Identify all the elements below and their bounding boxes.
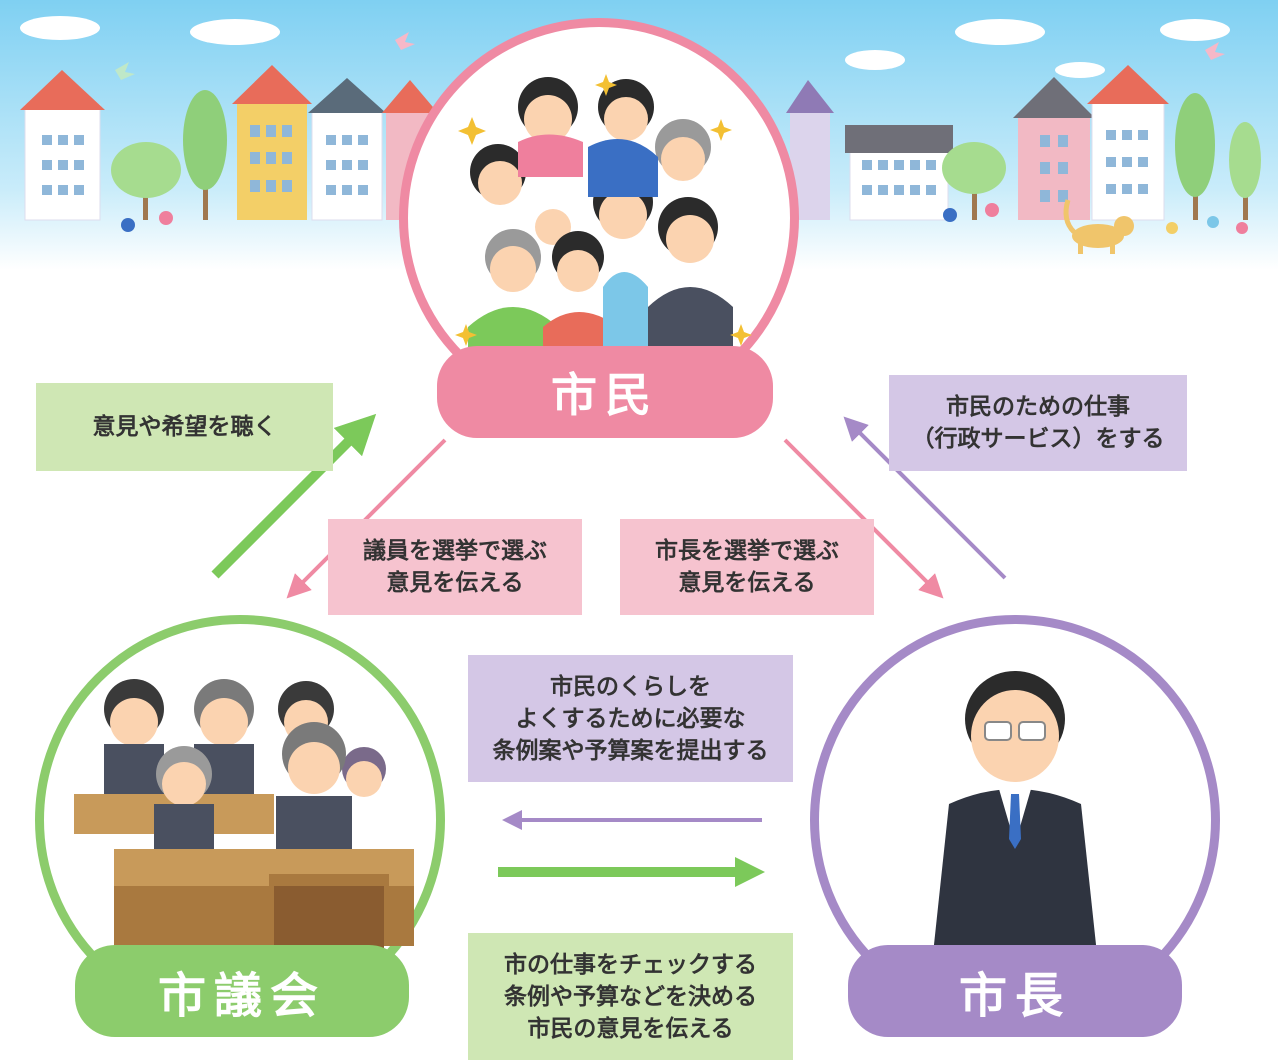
service-label-line-1: 市民のための仕事 (946, 394, 1130, 420)
citizens-node-label: 市民 (437, 346, 773, 438)
submit-label-line-2: よくするために必要な (515, 705, 746, 732)
elect-council-label-box: 議員を選挙で選ぶ 意見を伝える (328, 519, 582, 615)
council-node-label: 市議会 (75, 945, 409, 1037)
cheering-crowd-illustration (455, 74, 752, 357)
listen-label-box: 意見や希望を聴く (36, 383, 333, 471)
arrow-council-to-citizens (211, 413, 377, 579)
arrow-mayor-to-citizens (843, 416, 1007, 580)
check-label-line-3: 市民の意見を伝える (527, 1015, 734, 1042)
arrow-citizens-to-mayor (783, 438, 944, 599)
mayor-node-label: 市長 (848, 945, 1182, 1037)
submit-bills-label-box: 市民のくらしを よくするために必要な 条例案や予算案を提出する (468, 655, 793, 782)
listen-label: 意見や希望を聴く (92, 414, 277, 440)
elect-mayor-label-line-1: 市長を選挙で選ぶ (655, 538, 839, 564)
elect-mayor-label-box: 市長を選挙で選ぶ 意見を伝える (620, 519, 874, 615)
arrow-citizens-to-council (286, 438, 447, 599)
check-label-line-1: 市の仕事をチェックする (504, 951, 757, 978)
elect-council-label-line-1: 議員を選挙で選ぶ (363, 538, 547, 564)
elect-council-label-line-2: 意見を伝える (386, 570, 524, 596)
submit-label-line-3: 条例案や予算案を提出する (492, 737, 769, 764)
elect-mayor-label-line-2: 意見を伝える (678, 570, 816, 596)
check-work-label-box: 市の仕事をチェックする 条例や予算などを決める 市民の意見を伝える (468, 933, 793, 1060)
service-label-line-2: （行政サービス）をする (911, 426, 1165, 452)
service-label-box: 市民のための仕事 （行政サービス）をする (889, 375, 1187, 471)
check-label-line-2: 条例や予算などを決める (504, 983, 757, 1010)
submit-label-line-1: 市民のくらしを (550, 673, 711, 700)
